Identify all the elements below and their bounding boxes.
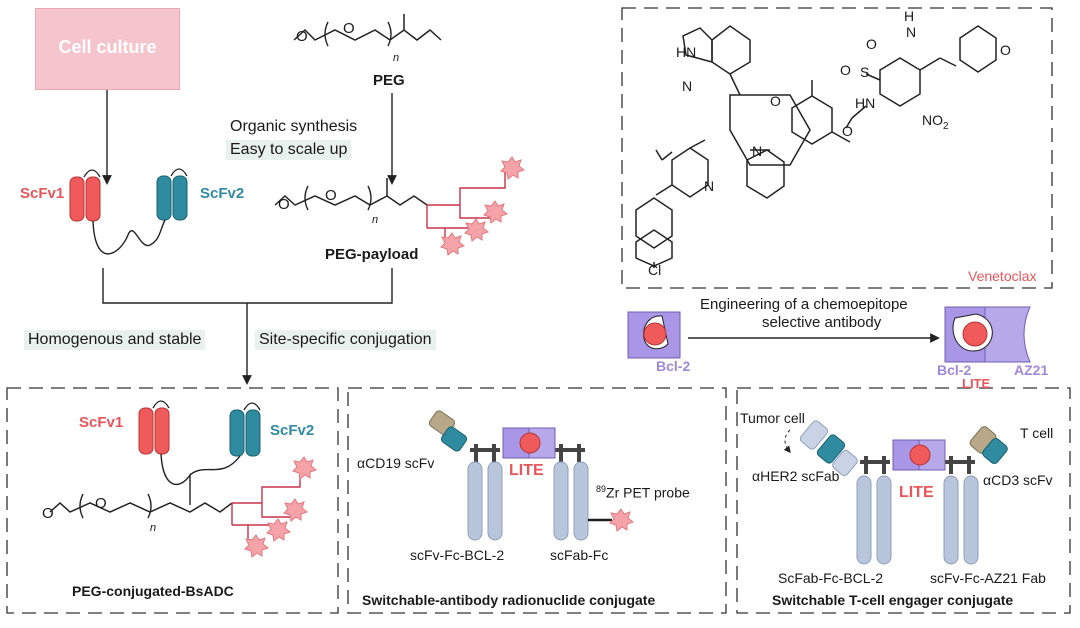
atom-h: H <box>904 8 915 24</box>
scfv2-top-domain <box>156 168 188 221</box>
payload-linkers-middle <box>426 170 506 241</box>
atom-n4: N <box>704 178 715 194</box>
atom-cl: Cl <box>648 262 662 278</box>
panel2-fc-stalks <box>467 461 589 541</box>
payload-star <box>464 218 489 242</box>
payload-star <box>292 456 317 480</box>
peg-mid-n-subscript: n <box>372 214 379 226</box>
peg-mid-o-atom: O <box>278 196 290 213</box>
atom-o1: O <box>840 62 851 78</box>
atom-s: S <box>860 64 870 80</box>
engineering-line2: selective antibody <box>762 314 882 331</box>
peg-payload-label: PEG-payload <box>325 246 419 263</box>
panel1-n-subscript: n <box>150 522 157 534</box>
engineering-line1: Engineering of a chemoepitope <box>700 296 908 313</box>
peg-n-subscript: n <box>393 52 400 64</box>
site-specific-label: Site-specific conjugation <box>255 330 436 350</box>
panel2-title: Switchable-antibody radionuclide conjuga… <box>362 592 656 608</box>
venetoclax-structure <box>635 25 997 268</box>
panel2-scfv-arm <box>428 410 468 452</box>
panel2-zr-label: 89Zr PET probe <box>596 484 690 501</box>
payload-star <box>483 200 508 224</box>
scfv1-top-label: ScFv1 <box>20 185 65 202</box>
bcl2-right-label: Bcl-2 <box>937 362 972 378</box>
venetoclax-frame <box>621 7 1053 289</box>
cell-culture-box: Cell culture <box>35 8 180 90</box>
panel3-frame <box>736 387 1071 614</box>
panel3-hinge-left <box>860 456 890 474</box>
panel3-title: Switchable T-cell engager conjugate <box>772 592 1014 608</box>
panel2-hinge-left <box>470 444 500 462</box>
cell-culture-label: Cell culture <box>58 37 157 57</box>
organic-synthesis-label: Organic synthesis <box>230 118 358 135</box>
easy-scale-label: Easy to scale up <box>226 140 352 160</box>
atom-o-ring: O <box>1000 42 1011 58</box>
panel3-tumor-cell-label: Tumor cell <box>740 410 805 426</box>
atom-no2: NO2 <box>922 112 949 132</box>
panel3-scfab-fc-label: ScFab-Fc-BCL-2 <box>778 570 884 586</box>
panel3-scfv-fc-label: scFv-Fc-AZ21 Fab <box>930 570 1046 586</box>
panel2-acd19-label: αCD19 scFv <box>357 455 435 471</box>
panel3-aher2-label: αHER2 scFab <box>752 468 840 484</box>
peg-label: PEG <box>373 72 405 89</box>
panel2-hinge-right <box>555 444 585 462</box>
panel3-lite-complex <box>892 439 946 471</box>
peg-mid-o-atom: O <box>325 187 337 204</box>
panel3-acd3-label: αCD3 scFv <box>983 472 1053 488</box>
panel2-scfv-fc-label: scFv-Fc-BCL-2 <box>410 547 505 563</box>
panel3-t-cell-label: T cell <box>1020 425 1054 441</box>
peg-o-atom: O <box>296 28 308 45</box>
panel1-frame <box>6 387 339 614</box>
az21-label: AZ21 <box>1014 362 1049 378</box>
homogenous-label: Homogenous and stable <box>24 330 206 350</box>
panel1-scfv1-domain <box>138 400 170 455</box>
peg-chain-top <box>293 28 442 41</box>
zr-probe-star <box>609 508 634 532</box>
panel1-linker <box>160 453 241 505</box>
panel3-fc-stalks <box>856 475 979 565</box>
atom-o: O <box>770 93 781 109</box>
peg-chain-middle <box>274 194 428 206</box>
panel2-lite-complex <box>502 427 556 459</box>
panel1-scfv2-label: ScFv2 <box>270 422 315 439</box>
panel3-scfab-arm <box>799 420 858 477</box>
atom-o2: O <box>866 36 877 52</box>
panel1-title: PEG-conjugated-BsADC <box>72 583 234 599</box>
panel3-hinge-right <box>945 456 975 474</box>
panel1-scfv2-domain <box>229 402 261 457</box>
panel3-tumor-arrow <box>783 429 791 454</box>
merge-bracket <box>102 268 393 304</box>
panel3-lite-label: LITE <box>899 484 934 501</box>
bcl2-left-protein <box>627 311 681 359</box>
panel1-scfv1-label: ScFv1 <box>79 414 124 431</box>
panel1-o-atom: O <box>42 505 54 522</box>
atom-n2: N <box>906 24 917 40</box>
panel3-scfv-arm <box>969 426 1008 465</box>
venetoclax-label: Venetoclax <box>968 268 1037 284</box>
atom-o3: O <box>842 123 853 139</box>
atom-n: N <box>682 78 693 94</box>
panel1-peg-chain <box>49 501 233 513</box>
atom-hn-s: HN <box>855 95 876 111</box>
atom-n3: N <box>752 143 763 159</box>
panel1-o-atom: O <box>95 495 107 512</box>
lite-top-label: LITE <box>962 376 991 391</box>
lite-complex-right <box>944 306 1031 363</box>
panel2-lite-label: LITE <box>509 462 544 479</box>
panel2-frame <box>347 387 727 614</box>
scfv-linker-top <box>92 219 166 255</box>
payload-star <box>266 518 291 542</box>
panel1-payload-linkers <box>231 470 301 541</box>
panel2-scfab-fc-label: scFab-Fc <box>550 547 609 563</box>
peg-o-atom: O <box>343 20 355 37</box>
bcl2-left-label: Bcl-2 <box>656 358 691 374</box>
scfv1-top-domain <box>69 169 101 222</box>
scfv2-top-label: ScFv2 <box>200 185 245 202</box>
atom-hn: HN <box>676 44 697 60</box>
